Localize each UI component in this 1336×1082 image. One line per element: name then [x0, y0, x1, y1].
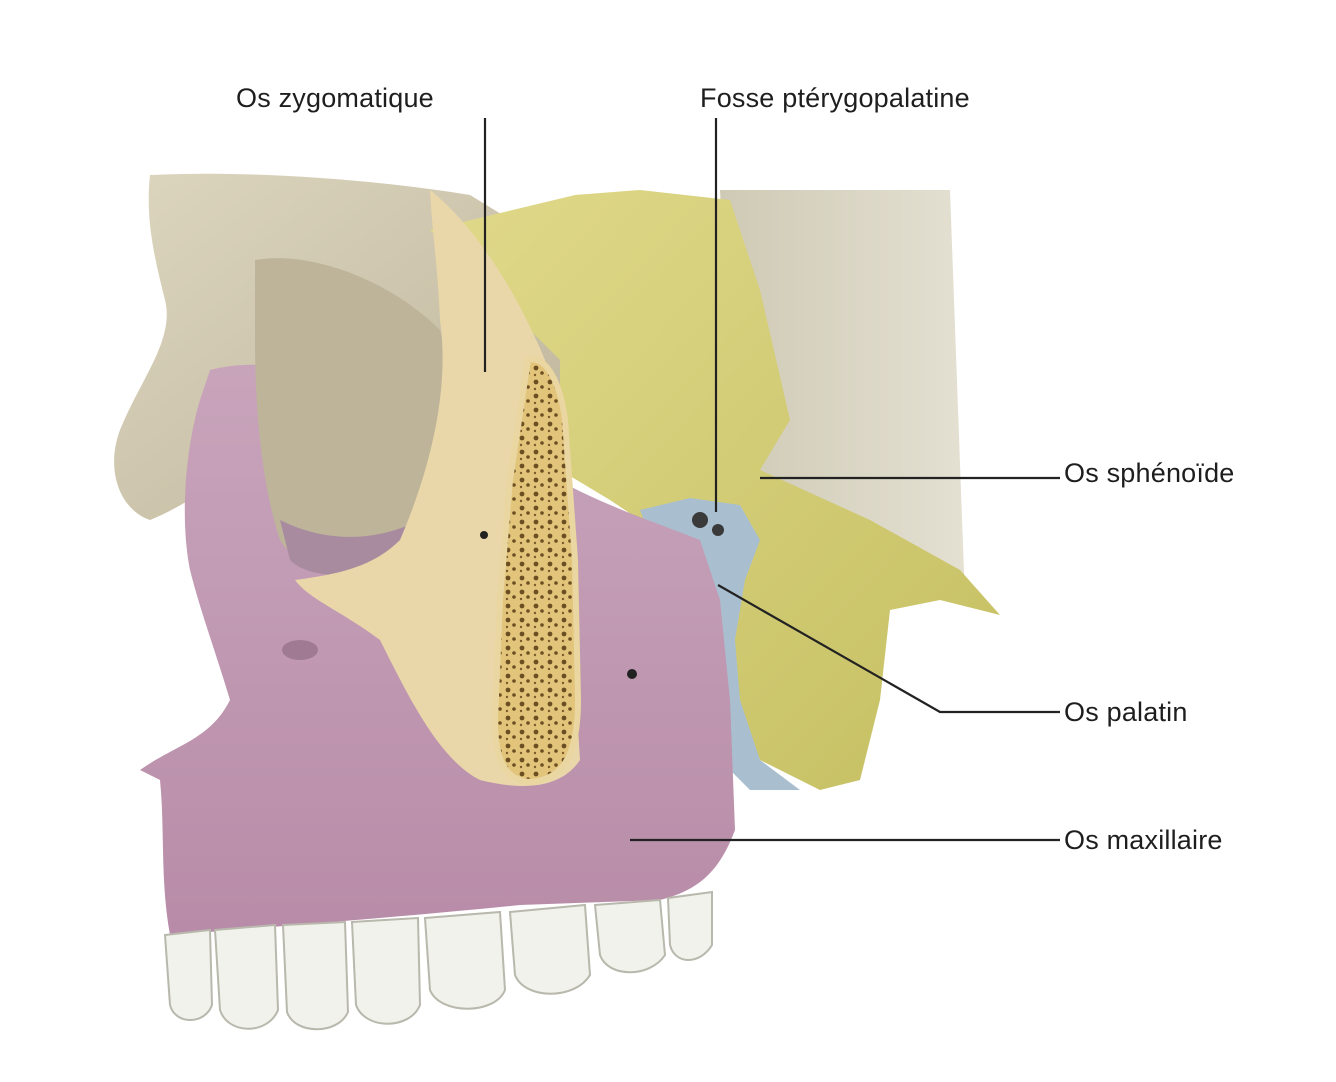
tooth	[163, 928, 214, 1021]
zygomatic-foramen	[480, 531, 488, 539]
leader-line-palatine	[717, 584, 1060, 714]
label-os-zygomatique: Os zygomatique	[236, 83, 434, 113]
teeth-row	[163, 890, 713, 1031]
tooth	[213, 923, 280, 1030]
tooth	[666, 890, 713, 961]
tooth	[281, 920, 350, 1031]
infraorbital-foramen	[627, 669, 637, 679]
label-fosse-pterygopalatine: Fosse ptérygopalatine	[700, 83, 970, 113]
fossa-opening-2	[712, 524, 724, 536]
tooth	[350, 916, 422, 1025]
tooth	[508, 903, 592, 995]
label-os-maxillaire: Os maxillaire	[1064, 825, 1223, 855]
spongy-bone-section	[491, 356, 582, 786]
label-os-sphenoide: Os sphénoïde	[1064, 458, 1235, 488]
tooth	[423, 910, 507, 1010]
maxillary-depression	[282, 640, 318, 660]
tooth	[593, 898, 667, 974]
label-os-palatin: Os palatin	[1064, 697, 1188, 727]
orbit-cavity	[255, 258, 447, 567]
fossa-opening-1	[692, 512, 708, 528]
